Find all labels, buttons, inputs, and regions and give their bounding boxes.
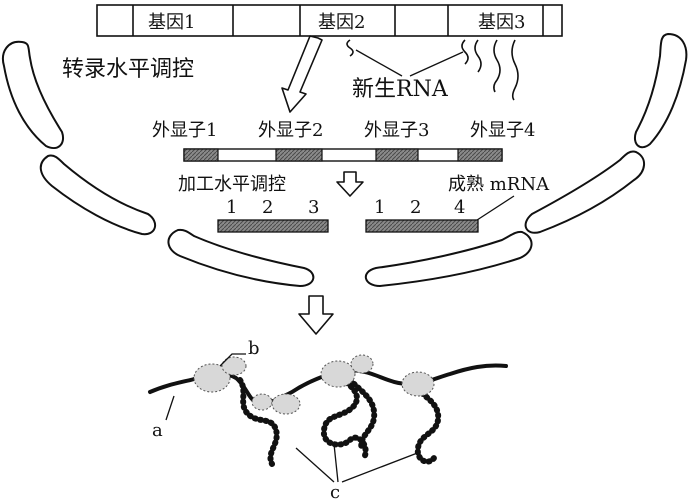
nascent-rna-strands bbox=[346, 39, 519, 101]
mrna-left-number-1: 1 bbox=[226, 197, 237, 218]
gene-bar: 基因1 基因2 基因3 bbox=[96, 4, 563, 37]
exon-2-label: 外显子2 bbox=[258, 120, 323, 141]
leader-b bbox=[219, 353, 246, 367]
ribosome-5 bbox=[320, 360, 356, 388]
nascent-rna-strand-3 bbox=[474, 39, 482, 73]
envelope-segment-right-bottom bbox=[365, 230, 533, 288]
pre-mrna-bar bbox=[183, 148, 503, 162]
ribosome-1 bbox=[193, 363, 231, 393]
mrna-right-number-1: 1 bbox=[374, 197, 385, 218]
ribosome-3 bbox=[251, 393, 273, 411]
ribosome-6 bbox=[350, 354, 374, 374]
nascent-rna-strand-5 bbox=[511, 39, 519, 101]
exon-3-label: 外显子3 bbox=[364, 120, 429, 141]
nascent-rna-leaders bbox=[355, 49, 464, 77]
mature-mrna-label: 成熟 mRNA bbox=[448, 174, 550, 195]
transcription-arrow bbox=[281, 35, 323, 113]
processing-control-label: 加工水平调控 bbox=[178, 174, 286, 195]
envelope-segment-right-middle bbox=[524, 150, 645, 234]
transcription-control-label: 转录水平调控 bbox=[62, 57, 194, 82]
nascent-rna-strand-2 bbox=[461, 39, 469, 65]
ribosomes bbox=[193, 354, 435, 415]
leader-a bbox=[165, 395, 175, 421]
mrna-right-number-2: 2 bbox=[410, 197, 421, 218]
mature-mrna-right: 1 2 4 bbox=[365, 197, 479, 233]
ribosome-4 bbox=[271, 393, 301, 415]
translation-scene: b a c bbox=[148, 338, 508, 503]
exon-4-segment bbox=[457, 148, 503, 162]
nascent-rna-label: 新生RNA bbox=[352, 77, 449, 102]
translation-arrow bbox=[298, 295, 334, 335]
marker-a: a bbox=[152, 420, 163, 441]
nuclear-envelope bbox=[2, 32, 688, 288]
leader-c-3 bbox=[341, 451, 421, 483]
nascent-rna-strand-4 bbox=[493, 39, 501, 93]
gene-2-label: 基因2 bbox=[318, 12, 365, 33]
envelope-segment-left-bottom bbox=[167, 228, 315, 288]
exon-1-segment bbox=[183, 148, 219, 162]
mature-mrna-left: 1 2 3 bbox=[217, 197, 329, 233]
polypeptide-1 bbox=[237, 377, 280, 467]
processing-arrow bbox=[336, 171, 364, 197]
gene-1-label: 基因1 bbox=[148, 12, 195, 33]
exon-2-segment bbox=[275, 148, 323, 162]
polypeptide-3 bbox=[347, 377, 378, 453]
leader-c-2 bbox=[333, 443, 339, 483]
exon-1-label: 外显子1 bbox=[152, 120, 217, 141]
ribosome-2 bbox=[221, 356, 247, 376]
polypeptide-4 bbox=[411, 383, 442, 465]
gene-3-label: 基因3 bbox=[478, 12, 525, 33]
mrna-left-number-2: 2 bbox=[262, 197, 273, 218]
exon-4-label: 外显子4 bbox=[470, 120, 535, 141]
envelope-segment-right-top bbox=[634, 32, 688, 149]
leader-c-1 bbox=[295, 447, 335, 483]
mrna-right-number-3: 4 bbox=[454, 197, 465, 218]
exon-labels: 外显子1 外显子2 外显子3 外显子4 bbox=[152, 120, 535, 141]
exon-3-segment bbox=[375, 148, 419, 162]
marker-c: c bbox=[330, 482, 340, 503]
mrna-left-number-3: 3 bbox=[308, 197, 319, 218]
polypeptide-2 bbox=[320, 373, 369, 461]
envelope-segment-left-top bbox=[2, 40, 64, 150]
envelope-segment-left-middle bbox=[39, 154, 157, 236]
mature-mrna-leader bbox=[473, 195, 515, 223]
nascent-rna-strand-1 bbox=[346, 39, 354, 57]
marker-b: b bbox=[248, 338, 260, 359]
ribosome-7 bbox=[401, 371, 435, 397]
